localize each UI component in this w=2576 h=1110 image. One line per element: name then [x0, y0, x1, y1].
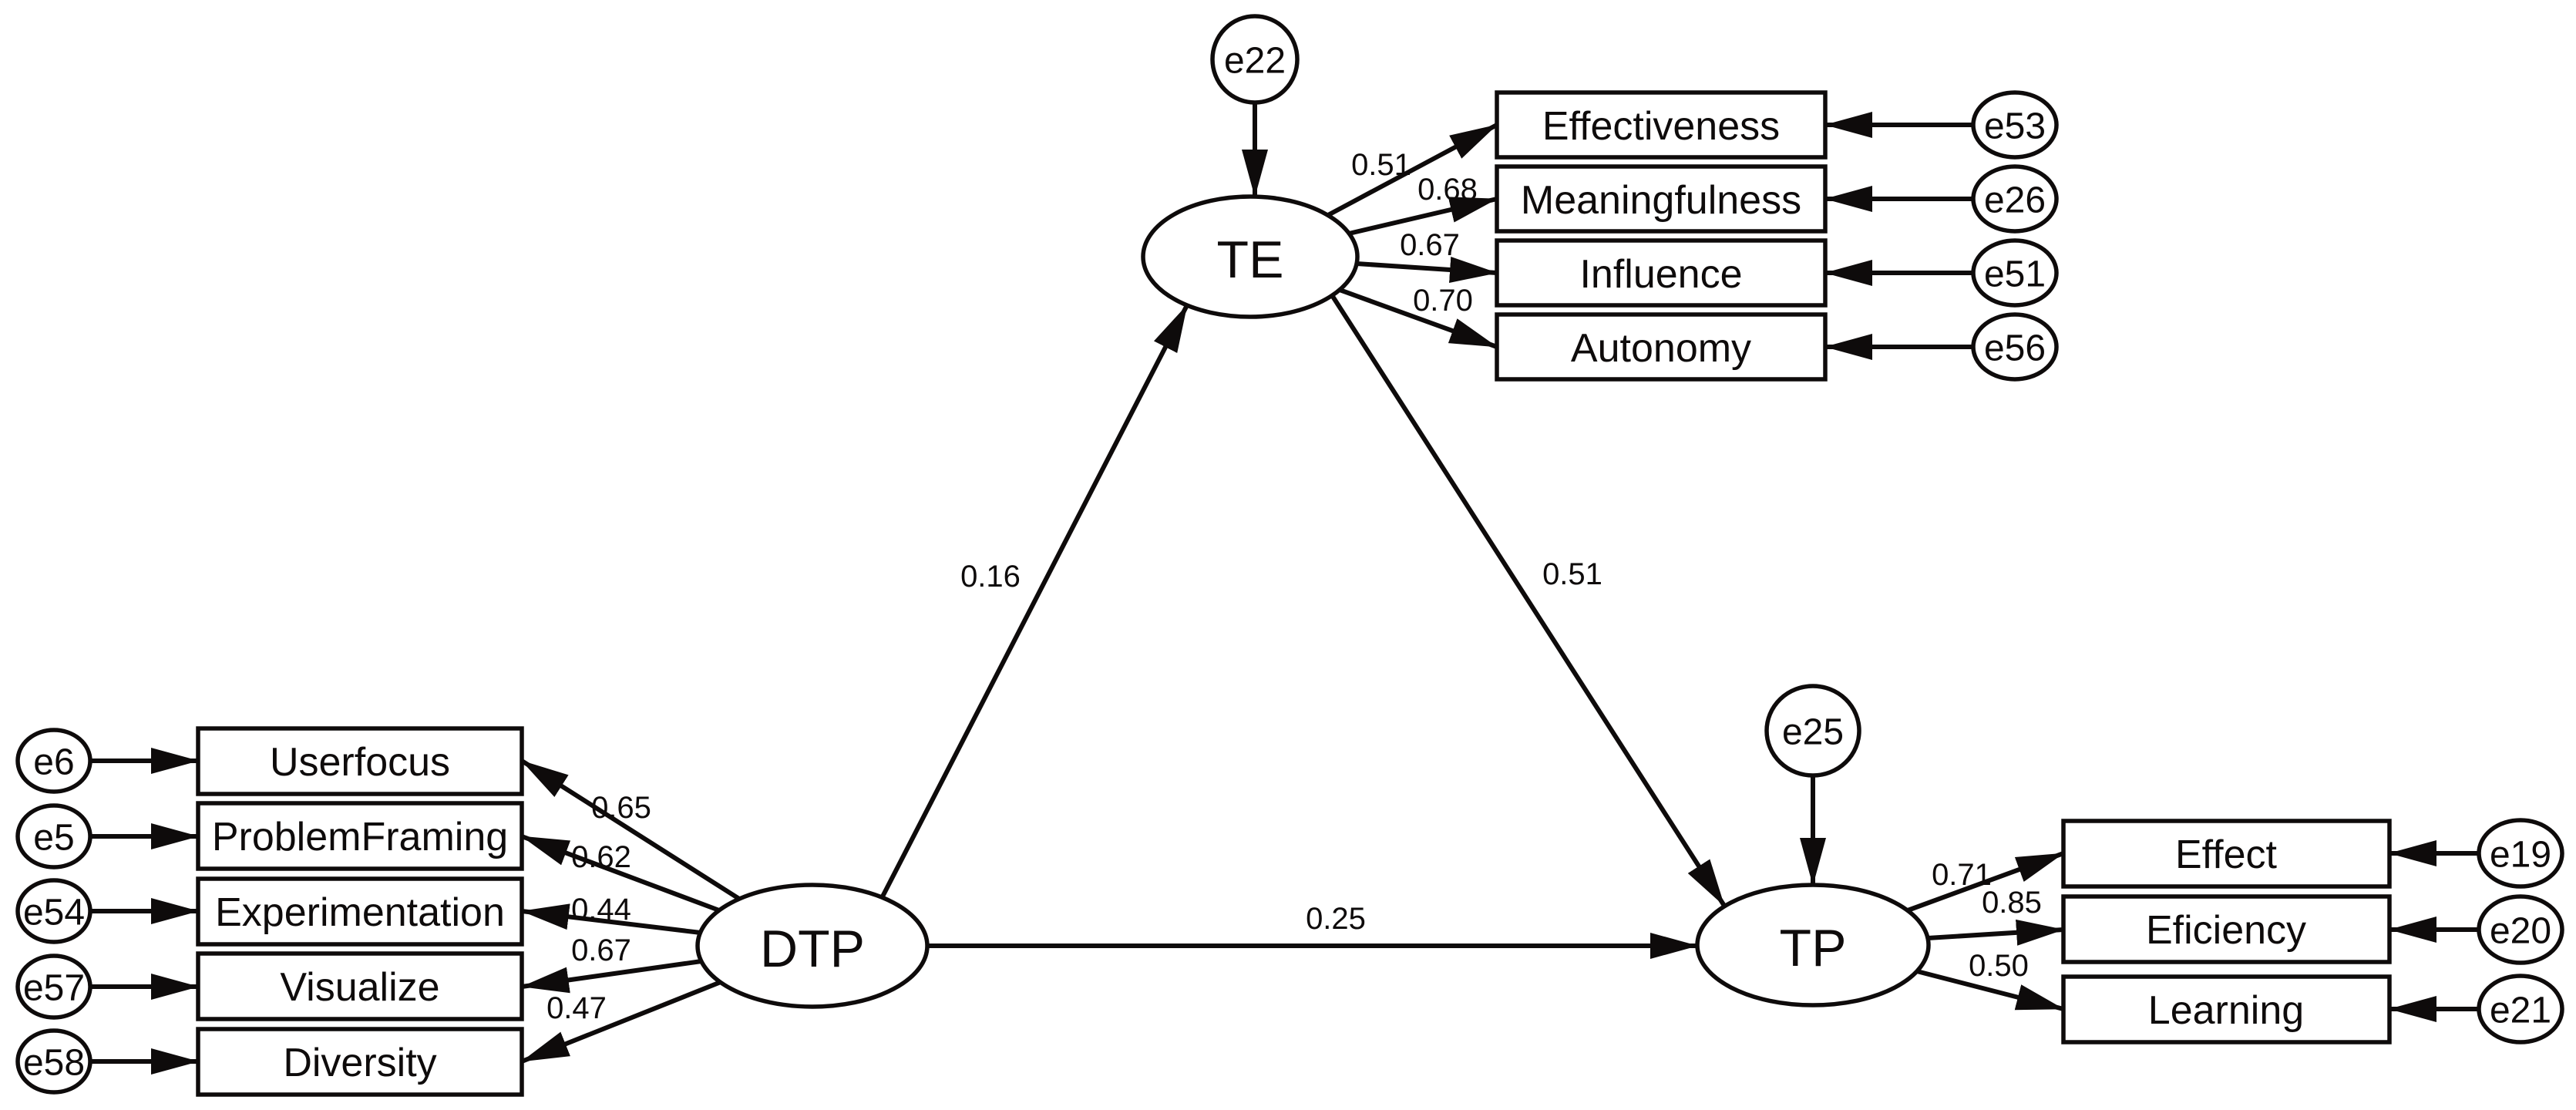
error-e6-label: e6 [33, 742, 74, 783]
indicator-problemframing-label: ProblemFraming [212, 815, 508, 859]
error-e53-circle [1971, 90, 2059, 160]
latent-dtp-label: DTP [760, 920, 865, 978]
arrow-te-autonomy [1338, 288, 1498, 349]
error-e51-label: e51 [1984, 254, 2046, 295]
loading-tp-eficiency: 0.85 [1982, 886, 2042, 920]
indicator-effectiveness-label: Effectiveness [1542, 104, 1780, 149]
path-dtp-te-arrow [880, 304, 1189, 898]
loading-dtp-diversity: 0.47 [546, 991, 607, 1025]
path-dtp-tp-coefficient: 0.25 [1306, 902, 1366, 936]
error-e22-label: e22 [1224, 41, 1286, 82]
indicator-experimentation-label: Experimentation [215, 890, 505, 935]
arrow-dtp-userfocus [520, 758, 741, 901]
latent-dtp-ellipse [695, 883, 930, 1009]
indicator-influence-label: Influence [1579, 252, 1742, 297]
error-e19-circle [2477, 818, 2564, 889]
indicator-effect-label: Effect [2175, 832, 2278, 877]
error-e54-label: e54 [23, 893, 85, 933]
path-te-tp-coefficient: 0.51 [1542, 557, 1602, 591]
error-e26-label: e26 [1984, 180, 2046, 221]
indicator-learning-label: Learning [2148, 988, 2304, 1033]
loading-te-influence: 0.67 [1400, 228, 1460, 262]
path-dtp-te-coefficient: 0.16 [960, 560, 1021, 594]
loading-dtp-problemframing: 0.62 [571, 840, 631, 874]
loading-te-meaningfulness: 0.68 [1417, 173, 1478, 207]
error-e21-label: e21 [2490, 991, 2551, 1031]
loading-te-effectiveness: 0.51 [1351, 148, 1411, 182]
te-indicator-group: Effectiveness e53 Meaningfulness e26 Inf… [1495, 90, 2059, 382]
indicator-learning-box [2061, 974, 2392, 1044]
error-e25-label: e25 [1782, 712, 1844, 753]
loading-dtp-visualize: 0.67 [571, 933, 631, 967]
path-te-tp-arrow [1330, 294, 1727, 907]
error-e56-label: e56 [1984, 328, 2046, 369]
error-e20-circle [2477, 894, 2564, 965]
indicator-diversity-label: Diversity [283, 1041, 436, 1085]
indicator-meaningfulness-label: Meaningfulness [1521, 178, 1801, 223]
indicator-userfocus-label: Userfocus [270, 740, 450, 785]
indicator-autonomy-label: Autonomy [1571, 326, 1751, 371]
latent-te-ellipse [1141, 194, 1360, 319]
indicator-influence-box [1495, 238, 1828, 308]
loading-te-autonomy: 0.70 [1413, 284, 1473, 318]
indicator-eficiency-box [2061, 894, 2392, 964]
error-e20-label: e20 [2490, 911, 2551, 952]
tp-indicator-group: Effect e19 Eficiency e20 Learning e21 [2061, 818, 2564, 1044]
error-e21-circle [2477, 974, 2564, 1044]
error-e58-label: e58 [23, 1043, 85, 1084]
error-e26-circle [1971, 164, 2059, 234]
arrow-tp-eficiency [1927, 919, 2064, 946]
indicator-effect-box [2061, 819, 2392, 889]
arrow-te-influence [1356, 257, 1498, 283]
arrow-te-meaningfulness [1348, 197, 1498, 236]
error-e19-label: e19 [2490, 835, 2551, 876]
indicator-userfocus-box [196, 726, 524, 796]
indicator-diversity-box [196, 1027, 524, 1097]
error-e5-label: e5 [33, 818, 74, 859]
arrow-te-effectiveness [1327, 123, 1498, 217]
arrow-tp-effect [1906, 851, 2065, 913]
loading-tp-learning: 0.50 [1969, 949, 2029, 983]
error-e51-circle [1971, 238, 2059, 308]
latent-tp-label: TP [1780, 919, 1847, 977]
error-e57-label: e57 [23, 968, 85, 1009]
latent-tp-ellipse [1695, 883, 1931, 1007]
latent-te-label: TE [1217, 230, 1284, 289]
indicator-visualize-label: Visualize [280, 965, 439, 1010]
arrow-dtp-problemframing [520, 834, 721, 913]
loading-dtp-experimentation: 0.44 [571, 893, 631, 927]
error-e22-circle [1210, 14, 1300, 105]
dtp-indicator-group: e6 Userfocus e5 ProblemFraming e54 Exper… [15, 726, 524, 1097]
arrow-tp-learning [1916, 969, 2064, 1011]
indicator-meaningfulness-box [1495, 164, 1828, 234]
indicator-visualize-box [196, 951, 524, 1021]
loading-tp-effect: 0.71 [1932, 858, 1992, 892]
error-e56-circle [1971, 312, 2059, 382]
arrow-dtp-diversity [520, 980, 722, 1064]
indicator-problemframing-box [196, 801, 524, 871]
arrow-dtp-visualize [521, 959, 702, 994]
indicator-effectiveness-box [1495, 90, 1828, 160]
indicator-experimentation-box [196, 876, 524, 947]
indicator-eficiency-label: Eficiency [2146, 908, 2306, 953]
loading-dtp-userfocus: 0.65 [591, 791, 651, 825]
error-e25-circle [1764, 684, 1861, 778]
error-e53-label: e53 [1984, 106, 2046, 147]
arrow-dtp-experimentation [521, 903, 701, 935]
